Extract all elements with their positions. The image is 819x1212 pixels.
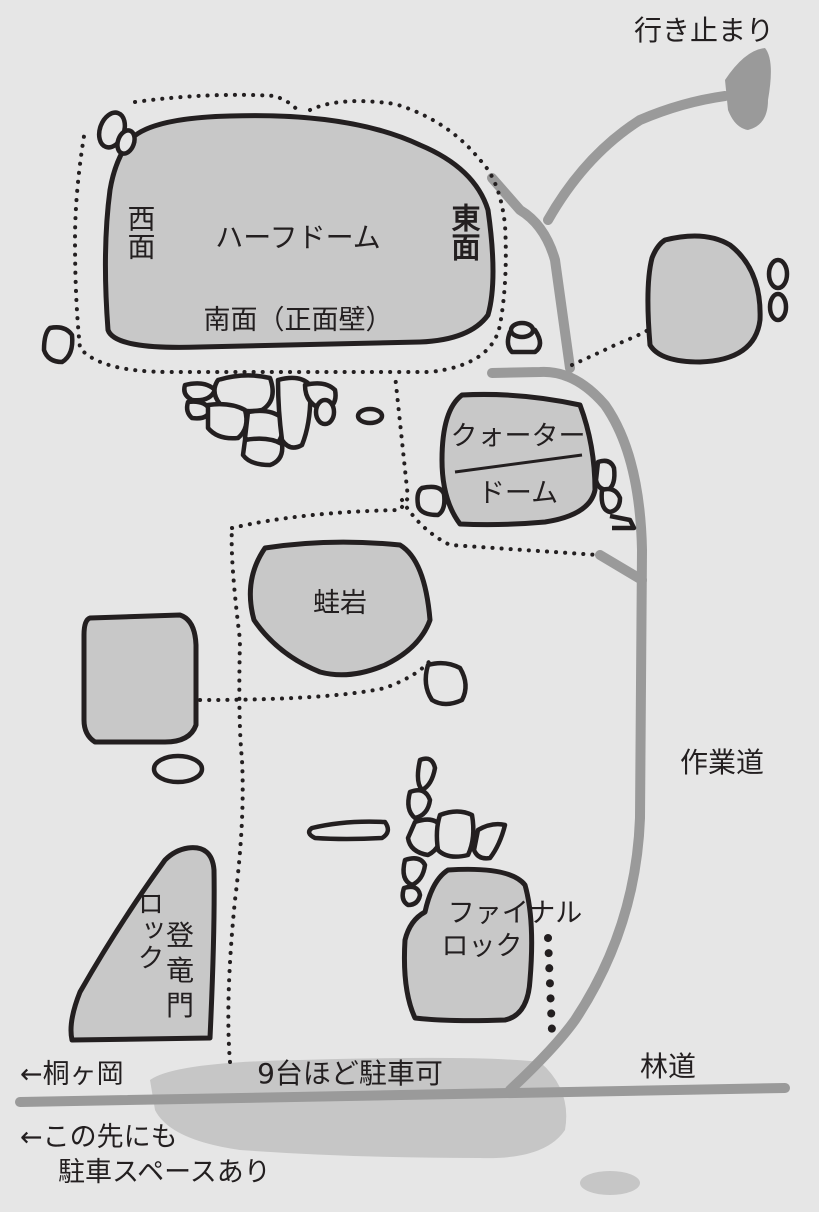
label-half-dome: ハーフドーム xyxy=(215,221,380,254)
trail-west-to-parking xyxy=(226,526,245,1064)
trail-around-half-dome xyxy=(72,92,508,374)
toryumon-rock xyxy=(68,845,217,1043)
parking-spot-small xyxy=(580,1171,640,1195)
label-toryumon-rock: ロック xyxy=(133,890,164,971)
label-kirigaoka: ←桐ヶ岡 xyxy=(20,1059,124,1090)
label-east-face: 東面 xyxy=(447,203,481,261)
dead-end-spur xyxy=(543,91,730,225)
final-rock xyxy=(401,866,535,1024)
left-rock xyxy=(81,612,199,745)
label-toryumon-2: 竜 xyxy=(166,954,194,987)
label-work-road: 作業道 xyxy=(680,746,764,779)
label-south-face: 南面（正面壁） xyxy=(204,305,393,336)
work-road-branch xyxy=(595,550,647,585)
label-forest-road: 林道 xyxy=(640,1050,696,1083)
trail-final-rock xyxy=(544,934,556,1036)
label-final-rock-2: ロック xyxy=(442,931,523,962)
label-toryumon-3: 門 xyxy=(166,989,194,1022)
label-toryumon-1: 登 xyxy=(166,919,194,952)
label-frog-rock: 蛙岩 xyxy=(313,588,367,619)
work-road xyxy=(487,366,647,1095)
label-final-rock-1: ファイナル xyxy=(448,898,582,929)
parking-area xyxy=(150,1057,567,1159)
forest-road xyxy=(15,1083,790,1107)
frog-rock xyxy=(247,539,433,678)
label-parking: 9台ほど駐車可 xyxy=(257,1057,443,1090)
quarter-dome-rock xyxy=(439,391,598,528)
trail-central-loop xyxy=(230,373,600,557)
label-more-parking-1: ←この先にも xyxy=(20,1122,178,1153)
dead-end-road xyxy=(487,173,575,373)
label-dead-end: 行き止まり xyxy=(634,14,774,47)
right-rock xyxy=(645,233,763,365)
half-dome-rock xyxy=(102,113,496,350)
trail-to-right-rock xyxy=(570,328,650,367)
quarter-dome-divider xyxy=(454,453,583,474)
label-quarter-dome-2: ドーム xyxy=(478,478,558,509)
dead-end-cap xyxy=(725,48,771,130)
label-quarter-dome-1: クォーター xyxy=(451,421,586,452)
label-west-face: 西面 xyxy=(124,204,157,260)
label-more-parking-2: 駐車スペースあり xyxy=(58,1157,271,1188)
boulder-group xyxy=(41,110,790,908)
